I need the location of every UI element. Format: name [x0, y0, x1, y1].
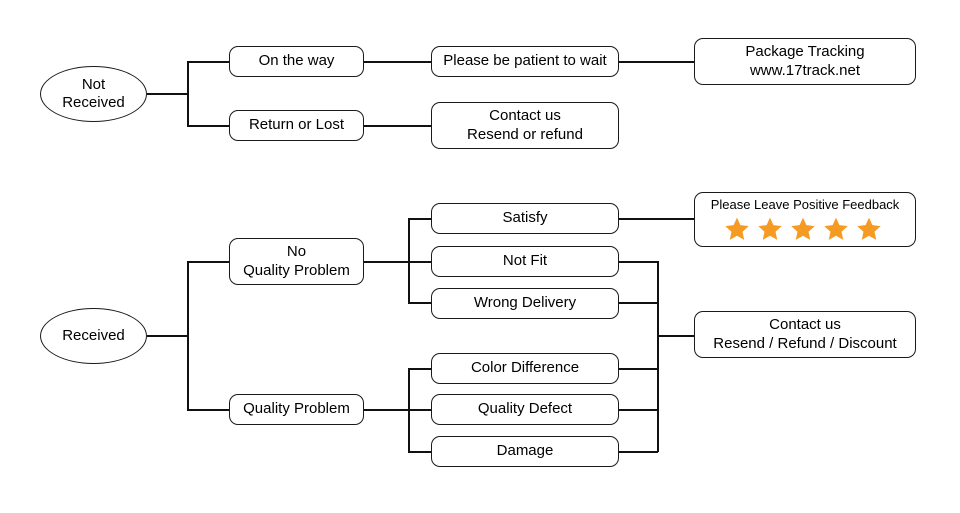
connector-no-quality-problem-to-subbus: [364, 261, 409, 263]
connector-quality-problem-to-subbus: [364, 409, 409, 411]
node-satisfy[interactable]: Satisfy: [431, 203, 619, 234]
connector-rightbus-to-contact: [657, 335, 695, 337]
connector-received-to-bus: [147, 335, 188, 337]
node-not-fit[interactable]: Not Fit: [431, 246, 619, 277]
node-on-the-way[interactable]: On the way: [229, 46, 364, 77]
connector-bus-to-no-quality-problem: [187, 261, 229, 263]
connector-satisfy-to-feedback: [619, 218, 695, 220]
connector-subbus-to-quality-defect: [408, 409, 432, 411]
connector-patient-to-tracking: [619, 61, 694, 63]
node-not-received[interactable]: Not Received: [40, 66, 147, 122]
node-no-quality-problem[interactable]: No Quality Problem: [229, 238, 364, 285]
bus-not-received: [187, 61, 189, 126]
node-package-tracking[interactable]: Package Tracking www.17track.net: [694, 38, 916, 85]
node-return-or-lost[interactable]: Return or Lost: [229, 110, 364, 141]
subbus-no-quality-problem: [408, 218, 410, 303]
connector-subbus-to-color-difference: [408, 368, 432, 370]
star-icon[interactable]: [790, 216, 816, 242]
connector-not-fit-to-rightbus: [619, 261, 658, 263]
bus-right-collector: [657, 261, 659, 452]
connector-on-the-way-to-patient: [364, 61, 431, 63]
star-icon[interactable]: [856, 216, 882, 242]
connector-return-lost-to-contact: [364, 125, 431, 127]
connector-bus-to-return-or-lost: [187, 125, 229, 127]
connector-quality-defect-to-rightbus: [619, 409, 658, 411]
star-rating[interactable]: [724, 216, 882, 242]
node-color-difference[interactable]: Color Difference: [431, 353, 619, 384]
node-damage[interactable]: Damage: [431, 436, 619, 467]
connector-subbus-to-damage: [408, 451, 432, 453]
star-icon[interactable]: [757, 216, 783, 242]
star-icon[interactable]: [724, 216, 750, 242]
bus-received: [187, 261, 189, 410]
star-icon[interactable]: [823, 216, 849, 242]
node-quality-problem[interactable]: Quality Problem: [229, 394, 364, 425]
connector-bus-to-quality-problem: [187, 409, 229, 411]
node-please-be-patient[interactable]: Please be patient to wait: [431, 46, 619, 77]
node-contact-us-resend-refund-discount[interactable]: Contact us Resend / Refund / Discount: [694, 311, 916, 358]
connector-subbus-to-wrong-delivery: [408, 302, 432, 304]
node-quality-defect[interactable]: Quality Defect: [431, 394, 619, 425]
connector-color-difference-to-rightbus: [619, 368, 658, 370]
connector-wrong-delivery-to-rightbus: [619, 302, 658, 304]
node-received[interactable]: Received: [40, 308, 147, 364]
connector-bus-to-on-the-way: [187, 61, 229, 63]
connector-not-received-to-bus: [147, 93, 188, 95]
node-wrong-delivery[interactable]: Wrong Delivery: [431, 288, 619, 319]
node-contact-us-resend-refund[interactable]: Contact us Resend or refund: [431, 102, 619, 149]
connector-subbus-to-satisfy: [408, 218, 432, 220]
connector-damage-to-rightbus: [619, 451, 658, 453]
connector-subbus-to-not-fit: [408, 261, 432, 263]
positive-feedback-label: Please Leave Positive Feedback: [710, 197, 900, 212]
